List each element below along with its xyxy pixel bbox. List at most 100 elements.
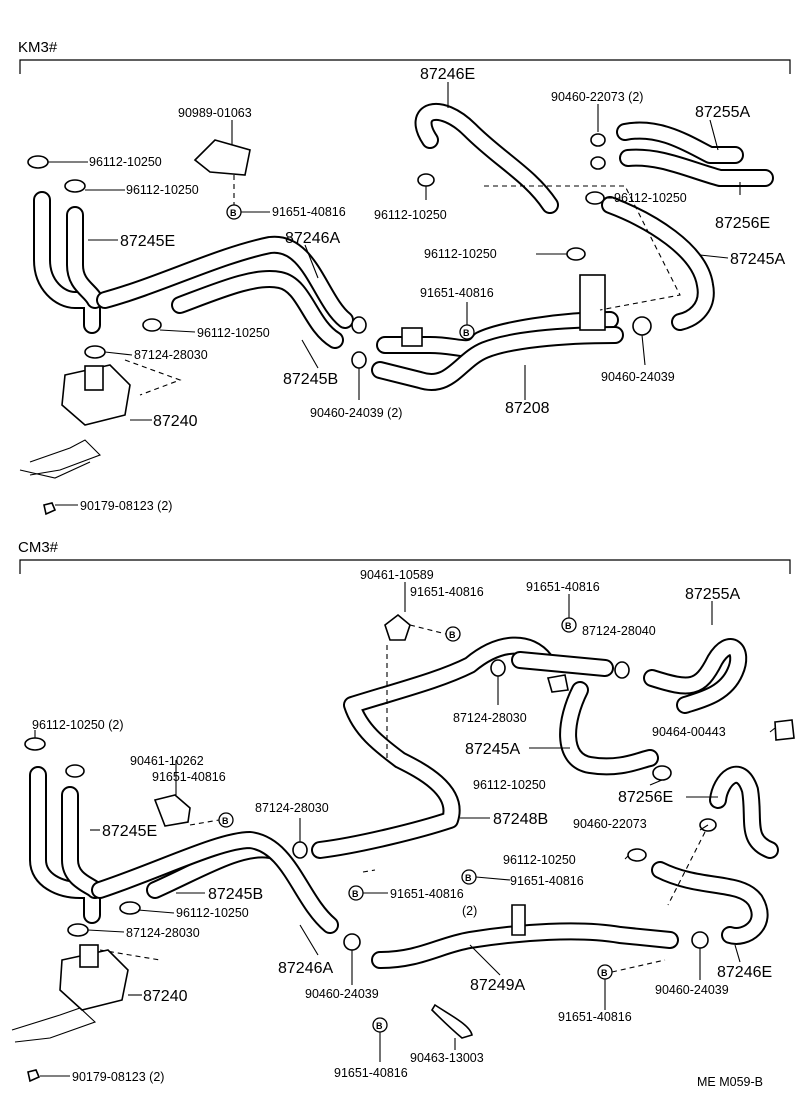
section-km3: KM3# [18,39,791,74]
label-87249a: 87249A [470,977,525,994]
label-91651-a-bottom: 91651-40816 [410,585,484,599]
label-90461-10589: 90461-10589 [360,568,434,582]
label-87248b: 87248B [493,811,548,828]
valve-bracket-bottom [11,1007,97,1043]
clamp-90460-b [590,156,606,170]
clamp-96112-bottom-d [119,901,141,915]
svg-text:B: B [465,873,472,883]
svg-text:B: B [230,208,237,218]
section-frame-km3 [19,59,791,74]
footer-code: ME M059-B [697,1075,763,1089]
label-87245b-top: 87245B [283,371,338,388]
label-87124-a-bottom: 87124-28040 [582,624,656,638]
label-87240-bottom: 87240 [143,988,188,1005]
label-87256e-bottom: 87256E [618,789,673,806]
clamp-90460-24039-a [351,316,367,334]
label-90463-13003: 90463-13003 [410,1051,484,1065]
label-90179-top: 90179-08123 (2) [80,499,172,513]
svg-text:B: B [463,328,470,338]
label-91651-b-bottom: 91651-40816 [526,580,600,594]
clip-90463 [430,1003,473,1039]
bolt-mark-bottom-f: B [597,964,613,980]
label-87256e-top: 87256E [715,215,770,232]
top-parts [19,139,251,516]
label-96112-a-bottom: 96112-10250 (2) [32,718,124,732]
clamp-90460-24039-b [351,351,367,369]
label-91651-d-bottom: 91651-40816 [390,887,464,901]
top-hoses [33,103,774,391]
clip-90461-10262 [153,794,191,827]
label-87240-top: 87240 [153,413,198,430]
svg-text:B: B [222,816,229,826]
section-title-km3: KM3# [18,39,58,56]
clamp-90460-24039-c [632,316,652,336]
label-96112-c-bottom: 96112-10250 [503,853,576,867]
label-90460-22073-bottom: 90460-22073 [573,817,647,831]
screw-90179-bottom [27,1069,41,1083]
svg-text:B: B [352,889,359,899]
bottom-hoses [29,636,779,969]
label-87246a-bottom: 87246A [278,960,333,977]
clamp-96112-e [142,318,162,332]
clamp-96112-bottom-a2 [65,764,85,778]
label-87124-b-bottom: 87124-28030 [453,711,527,725]
clamp-96112-f [566,247,586,261]
label-87245b-bottom: 87245B [208,886,263,903]
label-96112-b-bottom: 96112-10250 [473,778,546,792]
bolt-mark-bottom-b: B [561,617,577,633]
clamp-96112-a [27,155,49,169]
label-96112-d-top: 96112-10250 [614,191,687,205]
label-87245e-top: 87245E [120,233,175,250]
top-leaders [48,82,741,506]
bolt-mark-bottom-a: B [445,626,461,642]
label-96112-c-top: 96112-10250 [374,208,447,222]
clamp-87124 [84,345,106,359]
label-91651-g-bottom: 91651-40816 [334,1066,408,1080]
label-96112-e-top: 96112-10250 [197,326,270,340]
section-frame-cm3 [19,559,791,574]
clamp-96112-bottom-a [24,737,46,751]
label-91651-e2-bottom: (2) [462,904,477,918]
top-labels: 87246E 90460-22073 (2) 87255A 90989-0106… [80,66,785,513]
water-valve-87240 [61,364,131,426]
bottom-labels: 90461-10589 91651-40816 91651-40816 8725… [32,568,772,1089]
bolt-mark-top-a: B [226,204,242,220]
label-87246e-bottom: 87246E [717,964,772,981]
bracket-87249a [511,904,526,936]
bolt-mark-bottom-c: B [218,812,234,828]
label-90464-00443: 90464-00443 [652,725,726,739]
label-90461-10262: 90461-10262 [130,754,204,768]
bolt-mark-bottom-e: B [461,869,477,885]
clamp-87124-bottom-c [292,841,308,859]
clamp-87124-bottom-d [67,923,89,937]
label-90460-22073-top: 90460-22073 (2) [551,90,643,104]
clamp-96112-d [585,191,605,205]
label-91651-f-bottom: 91651-40816 [558,1010,632,1024]
clamp-96112-bottom-b [652,765,672,781]
screw-90179 [43,502,57,516]
label-87124-d-bottom: 87124-28030 [126,926,200,940]
valve-inlet [84,365,104,391]
svg-text:B: B [449,630,456,640]
label-96112-f-top: 96112-10250 [424,247,497,261]
clamp-90460-a [590,133,606,147]
bolt-mark-bottom-g: B [372,1017,388,1033]
label-87246a-top: 87246A [285,230,340,247]
label-87255a-top: 87255A [695,104,750,121]
clamp-96112-bottom-c [627,848,647,862]
bottom-parts [11,613,795,1083]
label-87124-c-bottom: 87124-28030 [255,801,329,815]
label-96112-a-top: 96112-10250 [89,155,162,169]
label-87208: 87208 [505,400,550,417]
svg-text:B: B [565,621,572,631]
pipe-bracket [401,327,423,347]
clamp-87124-bottom-a [614,661,630,679]
label-91651-b-top: 91651-40816 [420,286,494,300]
label-87124-top: 87124-28030 [134,348,208,362]
label-90179-bottom: 90179-08123 (2) [72,1070,164,1084]
label-90460-24039-2-top: 90460-24039 (2) [310,406,402,420]
label-90460-24039-top: 90460-24039 [601,370,675,384]
section-cm3: CM3# [18,539,791,574]
section-title-cm3: CM3# [18,539,59,556]
